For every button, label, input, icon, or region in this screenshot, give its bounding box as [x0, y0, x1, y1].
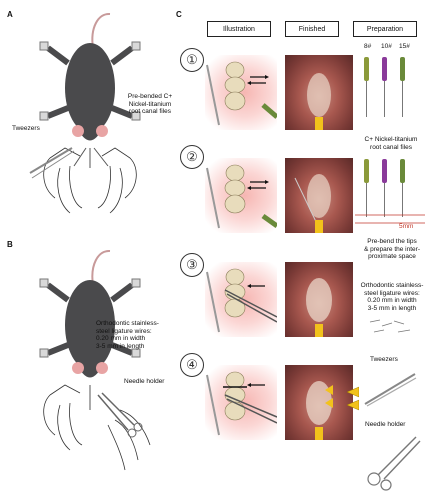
ligature-wire-icon [368, 316, 416, 340]
step-2-number: ② [180, 145, 204, 169]
needle-holder-icon [360, 433, 422, 491]
step-4-number: ④ [180, 353, 204, 377]
step-2-photo [285, 158, 353, 233]
step-1-number: ① [180, 48, 204, 72]
pre-bent-files-icon [355, 157, 425, 232]
file-size-8: 8# [364, 43, 371, 51]
header-finished: Finished [285, 21, 339, 37]
step-4-photo [285, 365, 353, 440]
measure-label: 5mm [399, 223, 413, 231]
arrow-icon [345, 385, 359, 413]
mouse-illustration-b [10, 245, 175, 485]
needle-label-b: Needle holder [124, 378, 164, 386]
step-3-illustration [205, 262, 277, 337]
ortho-wire-label: Orthodontic stainless- steel ligature wi… [352, 282, 432, 312]
header-illustration: Illustration [207, 21, 271, 37]
wire-label-b: Orthodontic stainless- steel ligature wi… [96, 320, 174, 350]
step-4-illustration [205, 365, 277, 440]
pre-bend-label: Pre-bend the tips & prepare the inter- p… [352, 238, 432, 261]
tweezers-icon [360, 368, 420, 408]
header-preparation: Preparation [353, 21, 417, 37]
files-label-a: Pre-bended C+ Nickel-titanium root canal… [125, 93, 175, 116]
root-canal-files-icon [355, 55, 425, 130]
file-size-15: 15# [399, 43, 410, 51]
files-caption: C+ Nickel-titanium root canal files [352, 136, 430, 151]
step-1-illustration [205, 55, 277, 130]
needle-holder-label-c: Needle holder [365, 421, 405, 429]
panel-letter-c: C [176, 10, 182, 19]
mouse-illustration-a [10, 8, 175, 238]
step-3-number: ③ [180, 253, 204, 277]
step-2-illustration [205, 158, 277, 233]
file-size-10: 10# [381, 43, 392, 51]
tweezers-label-c: Tweezers [370, 356, 398, 364]
tweezers-label-a: Tweezers [12, 125, 40, 133]
step-1-photo [285, 55, 353, 130]
step-3-photo [285, 262, 353, 337]
